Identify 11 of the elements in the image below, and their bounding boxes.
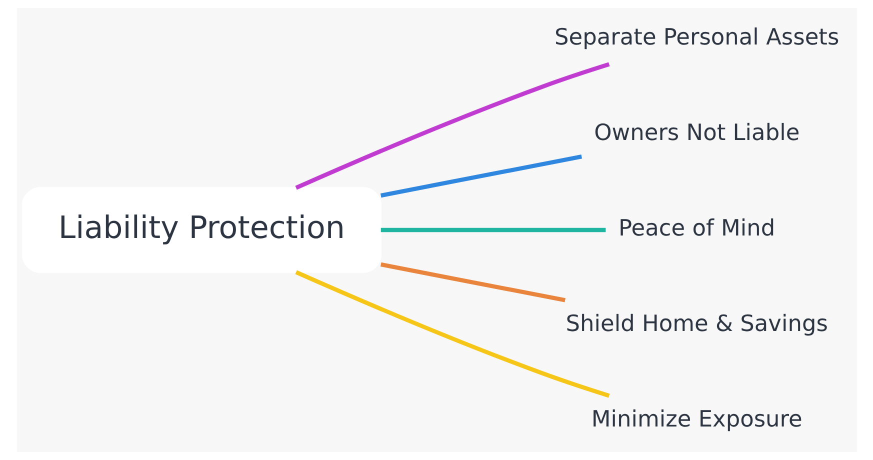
connector [294, 270, 610, 398]
connector [380, 154, 582, 198]
connector [380, 262, 565, 302]
connector [294, 62, 610, 190]
node-text: Owners Not Liable [594, 120, 800, 146]
node-box: Liability Protection [21, 187, 382, 273]
node-text: Minimize Exposure [590, 406, 802, 432]
node-text: Separate Personal Assets [554, 24, 839, 50]
node-text: Peace of Mind [618, 215, 775, 242]
connector [380, 228, 606, 232]
node-text: Shield Home & Savings [565, 310, 828, 337]
